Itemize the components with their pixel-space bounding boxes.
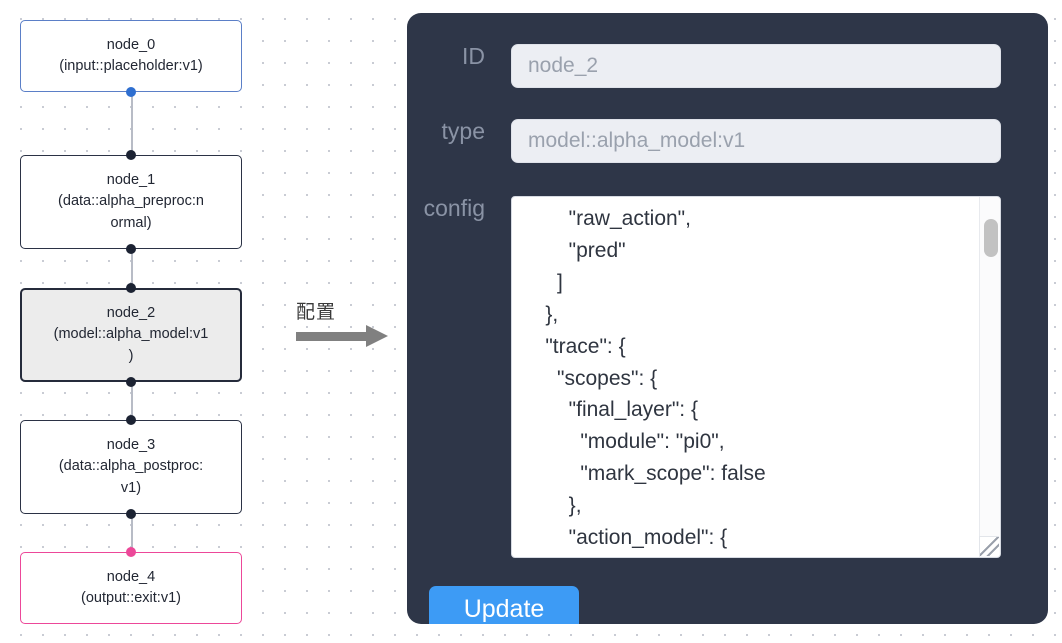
config-textarea[interactable]: "raw_action", "pred" ] }, "trace": { "sc… (511, 196, 1001, 558)
node-subtitle-line1: (data::alpha_preproc:n (58, 193, 204, 210)
arrow-shaft (296, 332, 368, 341)
update-button[interactable]: Update (429, 586, 579, 624)
field-row-config: config "raw_action", "pred" ] }, "trace"… (407, 195, 1001, 558)
node-title: node_1 (106, 172, 156, 189)
arrow-right-icon (296, 325, 390, 348)
graph-node-node_4[interactable]: node_4 (output::exit:v1) (20, 552, 242, 624)
node-config-panel: ID node_2 type model::alpha_model:v1 con… (407, 13, 1048, 624)
node_3-source-handle[interactable] (126, 509, 136, 519)
edge-node3-node4[interactable] (130, 514, 133, 552)
graph-node-node_1[interactable]: node_1 (data::alpha_preproc:n ormal) (20, 155, 242, 249)
node-title: node_3 (106, 437, 156, 454)
config-scrollbar[interactable] (979, 197, 1000, 557)
arrow-head (366, 325, 388, 347)
node_1-source-handle[interactable] (126, 244, 136, 254)
edge-node1-node2[interactable] (130, 249, 133, 288)
node-title: node_2 (106, 305, 156, 322)
edge-node2-node3[interactable] (130, 382, 133, 420)
arrow-label: 配置 (296, 301, 337, 323)
node-subtitle-line1: (model::alpha_model:v1 (53, 326, 209, 343)
node_2-target-handle[interactable] (126, 283, 136, 293)
graph-canvas[interactable]: node_0 (input::placeholder:v1) node_1 (d… (0, 0, 390, 643)
node-title: node_4 (106, 568, 156, 585)
node_1-target-handle[interactable] (126, 150, 136, 160)
node-subtitle-line2: ) (128, 347, 134, 364)
node_2-source-handle[interactable] (126, 377, 136, 387)
type-label: type (441, 118, 485, 144)
graph-node-node_2[interactable]: node_2 (model::alpha_model:v1 ) (20, 288, 242, 382)
graph-node-node_3[interactable]: node_3 (data::alpha_postproc: v1) (20, 420, 242, 514)
node-subtitle-line1: (data::alpha_postproc: (58, 458, 204, 475)
field-row-id: ID node_2 (407, 43, 1001, 88)
node-subtitle-line2: v1) (120, 479, 142, 496)
node_4-target-handle[interactable] (126, 547, 136, 557)
id-label: ID (462, 43, 485, 69)
id-input[interactable]: node_2 (511, 44, 1001, 88)
node_0-source-handle[interactable] (126, 87, 136, 97)
transition-arrow-group: 配置 (296, 297, 396, 348)
config-scrollbar-thumb[interactable] (984, 219, 998, 257)
config-label: config (423, 195, 485, 221)
node_3-target-handle[interactable] (126, 415, 136, 425)
config-textarea-value[interactable]: "raw_action", "pred" ] }, "trace": { "sc… (545, 207, 766, 550)
node-title: node_0 (106, 36, 156, 53)
node-subtitle: (output::exit:v1) (81, 590, 181, 606)
node-subtitle-line2: ormal) (110, 214, 152, 231)
edge-node0-node1[interactable] (130, 92, 133, 155)
type-input[interactable]: model::alpha_model:v1 (511, 119, 1001, 163)
node-subtitle: (input::placeholder:v1) (59, 58, 203, 74)
resize-handle-icon[interactable] (979, 536, 999, 556)
field-row-type: type model::alpha_model:v1 (407, 118, 1001, 163)
graph-node-node_0[interactable]: node_0 (input::placeholder:v1) (20, 20, 242, 92)
